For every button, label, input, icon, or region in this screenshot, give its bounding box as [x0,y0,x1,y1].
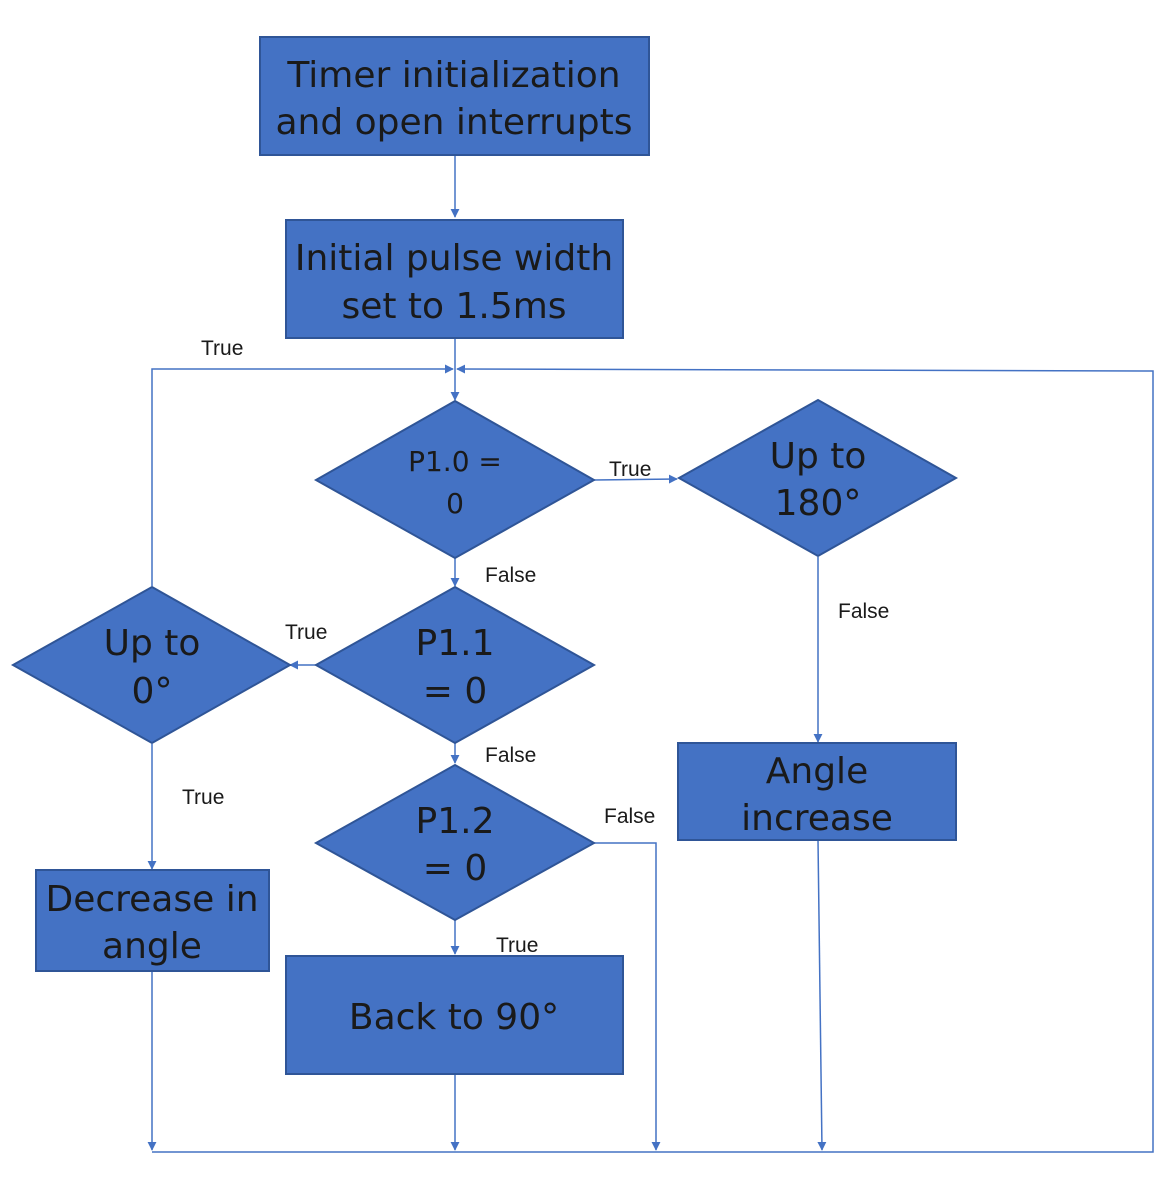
connector-increase-to-bottom [817,839,827,1151]
node-label-line: angle [102,926,202,967]
connectors [147,155,1154,1153]
connector-up0-loop-back [151,364,454,586]
node-label-line: and open interrupts [275,102,632,143]
node-up0-decision: Up to 0° [10,585,293,745]
node-label-line: Decrease in [45,879,258,920]
node-label-line: Up to [770,436,867,477]
node-label-line: 0 [446,487,464,520]
edge-label-p10-false: False [485,564,536,587]
edge-label-up180-false: False [838,600,889,623]
node-p12-decision: P1.2 = 0 [313,763,597,922]
node-label-line: Back to 90° [349,997,559,1038]
node-label-line: P1.2 [416,801,495,842]
node-label-line: Angle [766,751,868,792]
decision-diamond [676,398,959,558]
decision-diamond [10,585,293,745]
node-label-line: Initial pulse width [295,238,613,279]
node-label-line: P1.1 [416,623,495,664]
node-up180-decision: Up to 180° [676,398,959,558]
node-pulse-init: Initial pulse width set to 1.5ms [285,219,624,339]
decision-diamond [313,763,597,922]
process-box [285,219,624,339]
connector-p12-false [594,842,661,1151]
node-label-line: 0° [132,671,173,712]
node-label-line: 180° [775,483,862,524]
edge-label-p12-false: False [604,805,655,828]
node-angle-increase: Angle increase [677,742,957,841]
node-timer-init: Timer initialization and open interrupts [259,36,650,156]
decision-diamond [313,585,597,745]
node-label-line: = 0 [423,848,488,889]
node-p11-decision: P1.1 = 0 [313,585,597,745]
edge-label-p12-true: True [496,934,538,957]
edge-label-p11-false: False [485,744,536,767]
process-box [259,36,650,156]
node-label-line: Timer initialization [286,55,620,96]
connector-bottom-return-loop [152,364,1154,1153]
node-label-line: increase [741,798,893,839]
process-box [677,742,957,841]
process-box [35,869,270,972]
process-box [285,955,624,1075]
connector-p10-true [593,474,678,484]
decision-diamond [313,399,597,560]
node-label-line: set to 1.5ms [341,286,566,327]
edge-label-up0-true: True [182,786,224,809]
edge-label-p10-true: True [609,458,651,481]
node-label-line: = 0 [423,671,488,712]
edge-labels: True True False True False False True Fa… [182,337,889,957]
edge-label-up0-loop-true: True [201,337,243,360]
node-label-line: P1.0 = [408,445,502,478]
node-label-line: Up to [104,623,201,664]
edge-label-p11-true: True [285,621,327,644]
node-p10-decision: P1.0 = 0 [313,399,597,560]
node-angle-decrease: Decrease in angle [35,869,270,972]
node-back-to-90: Back to 90° [285,955,624,1075]
